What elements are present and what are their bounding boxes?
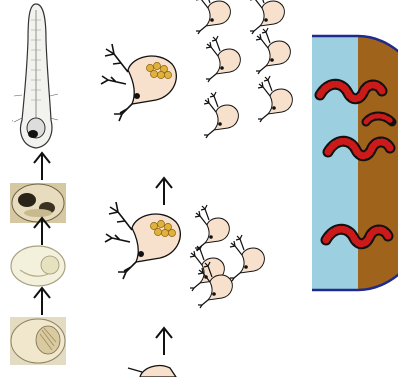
- rotifer-small: [206, 36, 240, 82]
- fertilized-egg: [10, 317, 66, 365]
- rotifer-small: [196, 0, 230, 34]
- rotifer-small: [204, 92, 238, 138]
- arrow-up: [34, 288, 50, 315]
- rotifer-small: [195, 205, 229, 251]
- arrow-up: [34, 153, 50, 180]
- larva-drawing: ': [10, 0, 62, 152]
- late-embryo-egg: [10, 183, 66, 223]
- rotifer-founder: [128, 366, 176, 377]
- arrow-up: [156, 178, 172, 205]
- embryo-egg: [11, 246, 65, 286]
- rotifer-with-eggs: [101, 44, 176, 121]
- rotifer-small: [230, 235, 264, 281]
- rotifer-small: [258, 76, 292, 122]
- rotifer-with-eggs: [105, 202, 180, 279]
- arrow-up: [156, 328, 172, 355]
- rotifer-column: [101, 0, 292, 377]
- svg-text:': ': [12, 120, 13, 126]
- fish-development-column: ': [10, 0, 66, 365]
- worm-container: [312, 36, 398, 290]
- rotifer-small: [256, 28, 290, 74]
